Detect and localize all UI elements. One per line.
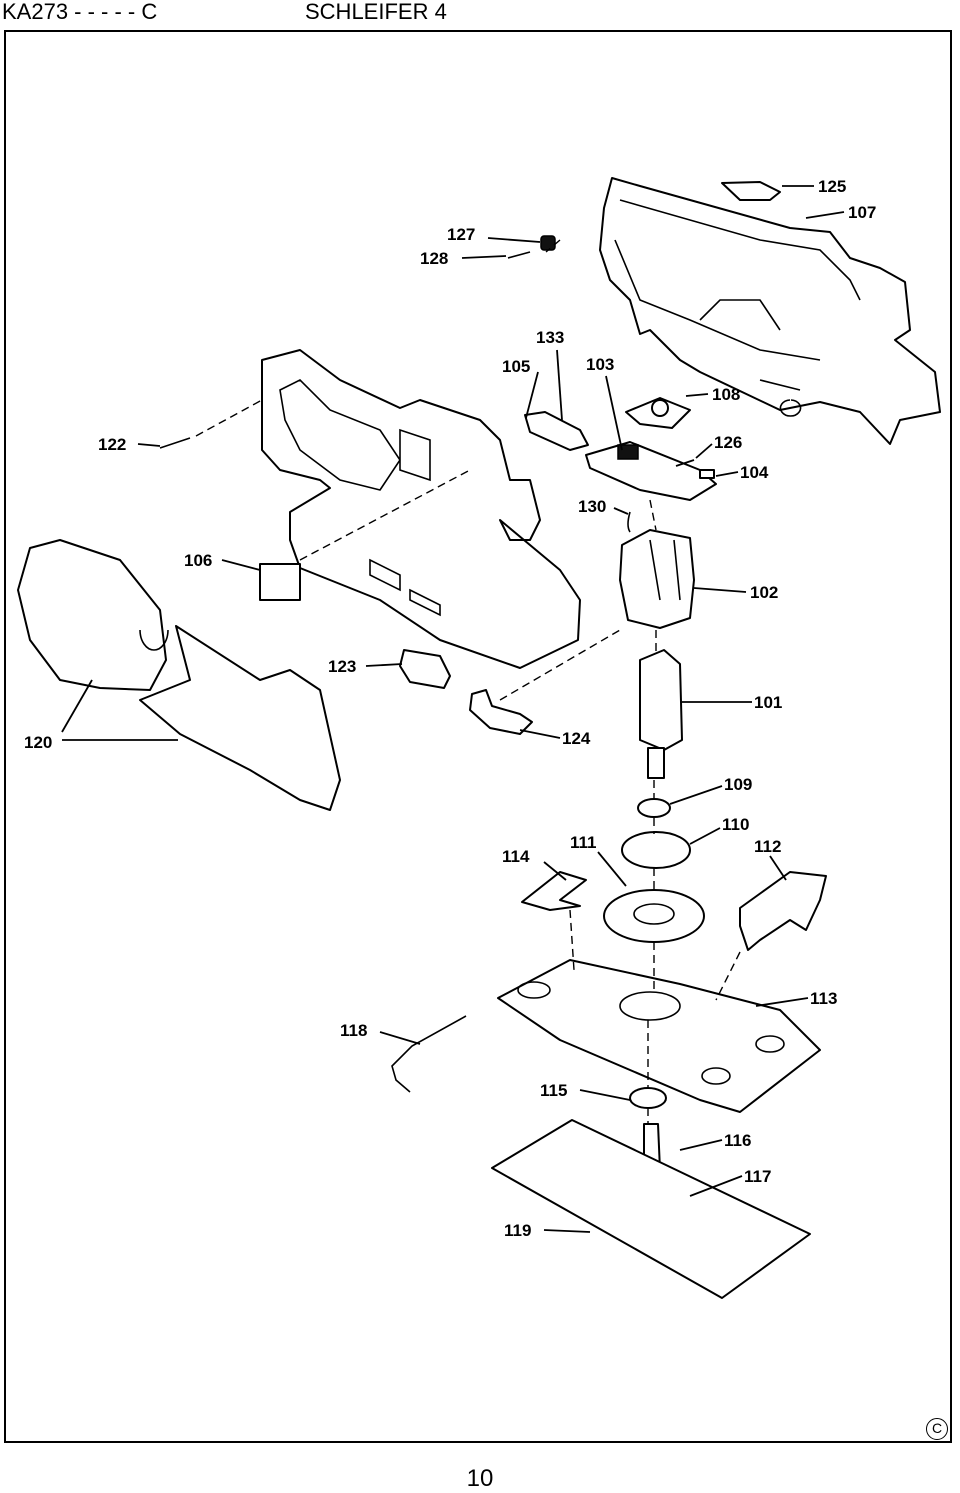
copyright-mark: C <box>926 1418 948 1440</box>
callout-128: 128 <box>420 249 448 268</box>
screw-122 <box>159 437 191 449</box>
callout-110: 110 <box>722 815 749 834</box>
switch-plate-103 <box>585 441 717 501</box>
callout-107: 107 <box>848 203 876 222</box>
housing-half-107 <box>599 177 941 445</box>
callout-113: 113 <box>810 989 837 1008</box>
callout-108: 108 <box>712 385 740 404</box>
callout-119: 119 <box>504 1221 531 1240</box>
fan-111 <box>603 889 705 943</box>
bracket-124 <box>469 689 533 735</box>
callout-109: 109 <box>724 775 752 794</box>
diagram-frame <box>4 30 952 1443</box>
brush-105 <box>524 411 589 451</box>
screw-128 <box>507 251 531 259</box>
shroud-110 <box>621 831 691 869</box>
callout-114: 114 <box>502 847 530 866</box>
pin-126 <box>675 459 695 467</box>
label-106 <box>259 563 301 601</box>
bearing-115 <box>629 1087 667 1109</box>
callout-122: 122 <box>98 435 126 454</box>
switch-123 <box>399 649 451 689</box>
callout-105: 105 <box>502 357 530 376</box>
pin-104 <box>699 469 715 479</box>
callout-103: 103 <box>586 355 614 374</box>
callout-126: 126 <box>714 433 742 452</box>
guide-112 <box>739 871 827 951</box>
callout-111: 111 <box>570 833 597 852</box>
callout-102: 102 <box>750 583 778 602</box>
base-plate-113 <box>497 959 821 1113</box>
callout-124: 124 <box>562 729 591 748</box>
callout-101: 101 <box>754 693 782 712</box>
callout-118: 118 <box>340 1021 367 1040</box>
page-number: 10 <box>466 1465 494 1492</box>
callout-123: 123 <box>328 657 356 676</box>
callout-112: 112 <box>754 837 781 856</box>
bearing-109 <box>637 798 671 818</box>
leader-lines <box>61 185 845 1233</box>
callout-120: 120 <box>24 733 52 752</box>
clip-114 <box>521 871 587 911</box>
callout-116: 116 <box>724 1131 751 1150</box>
callout-115: 115 <box>540 1081 567 1100</box>
callout-104: 104 <box>740 463 769 482</box>
stator-102 <box>619 529 695 629</box>
assembly-lines <box>195 239 741 1124</box>
callout-130: 130 <box>578 497 606 516</box>
switch-block <box>617 444 639 460</box>
dust-bag-120 <box>17 539 341 811</box>
spring-130 <box>627 511 631 533</box>
sanding-pad-119 <box>491 1119 811 1299</box>
callout-125: 125 <box>818 177 846 196</box>
model-code: KA273 - - - - - C <box>2 0 158 24</box>
callout-133: 133 <box>536 328 564 347</box>
nut-127 <box>540 235 556 251</box>
callout-labels: 125 107 127 128 133 105 103 108 122 126 … <box>24 177 876 1240</box>
callout-127: 127 <box>447 225 475 244</box>
callout-117: 117 <box>744 1167 771 1186</box>
main-housing <box>261 349 581 669</box>
clip-125 <box>721 181 781 201</box>
callout-106: 106 <box>184 551 212 570</box>
page-title: SCHLEIFER 4 <box>305 0 447 24</box>
armature-101 <box>639 649 683 779</box>
rod-118 <box>391 1015 467 1093</box>
